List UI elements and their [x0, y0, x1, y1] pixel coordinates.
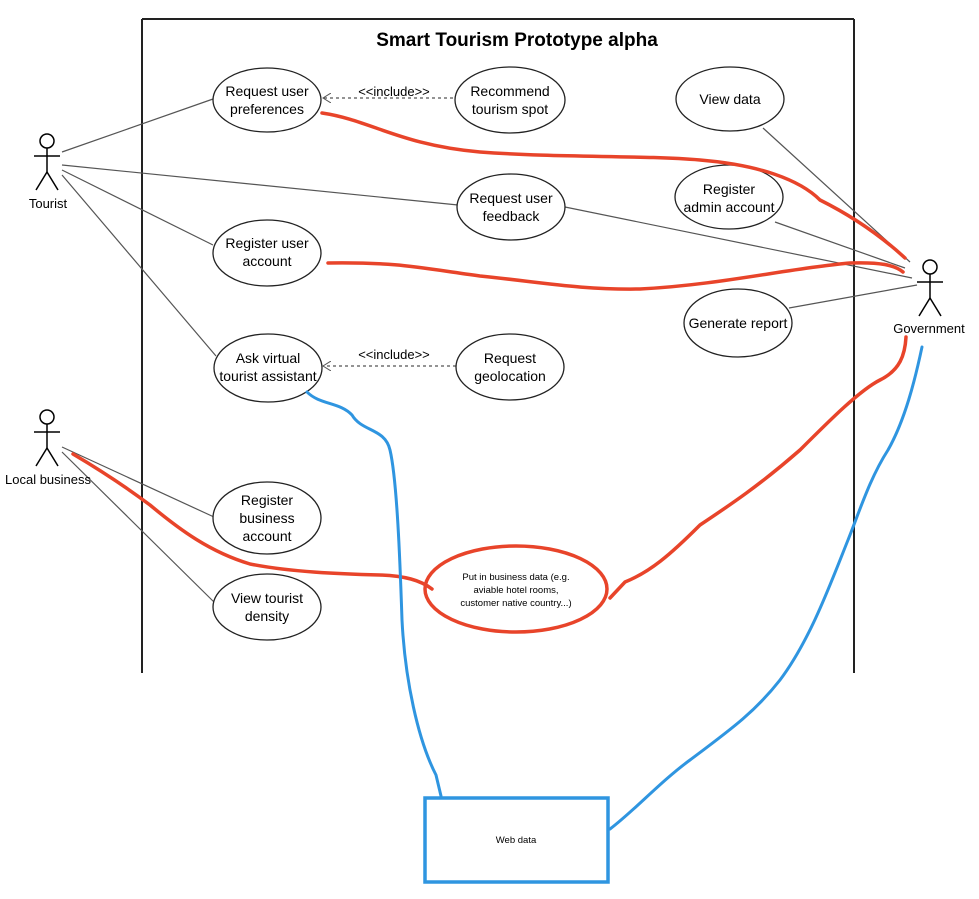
label-register-user-2: account: [242, 253, 291, 269]
label-generate-report: Generate report: [689, 315, 788, 331]
label-request-preferences-2: preferences: [230, 101, 304, 117]
label-request-feedback-2: feedback: [483, 208, 541, 224]
label-register-business-2: business: [239, 510, 294, 526]
red-line-register-user-government: [326, 261, 905, 291]
usecase-generate-report[interactable]: [683, 288, 793, 358]
usecase-view-data[interactable]: [675, 66, 785, 132]
actor-local-business-label: Local business: [5, 472, 91, 487]
web-data-label: Web data: [496, 835, 537, 846]
label-recommend-spot-1: Recommend: [470, 83, 549, 99]
system-boundary: [141, 18, 855, 673]
label-request-preferences-1: Request user: [225, 83, 309, 99]
actor-tourist-figure[interactable]: [34, 133, 60, 191]
label-ask-assistant-2: tourist assistant: [219, 368, 316, 384]
label-put-business-data-3: customer native country...): [460, 598, 571, 609]
include-label-1: <<include>>: [358, 84, 430, 99]
label-ask-assistant-1: Ask virtual: [236, 350, 301, 366]
usecase-register-admin[interactable]: [674, 164, 784, 230]
label-request-geolocation-2: geolocation: [474, 368, 546, 384]
red-annotations: [71, 111, 908, 600]
actor-government-label: Government: [893, 321, 965, 336]
usecase-ask-assistant[interactable]: [213, 333, 323, 403]
label-view-data: View data: [699, 91, 760, 107]
usecase-request-preferences[interactable]: [212, 67, 322, 133]
usecase-put-business-data[interactable]: [423, 544, 609, 634]
usecase-register-user[interactable]: [212, 219, 322, 287]
label-register-business-1: Register: [241, 492, 293, 508]
red-line-government-business-data: [608, 335, 908, 600]
label-view-density-2: density: [245, 608, 289, 624]
usecase-request-geolocation[interactable]: [455, 333, 565, 401]
include-label-2: <<include>>: [358, 347, 430, 362]
label-put-business-data-1: Put in business data (e.g.: [462, 572, 569, 583]
label-request-geolocation-1: Request: [484, 350, 536, 366]
label-register-admin-1: Register: [703, 181, 755, 197]
red-line-preferences-government: [320, 111, 907, 260]
label-register-business-3: account: [242, 528, 291, 544]
usecase-view-density[interactable]: [212, 573, 322, 641]
blue-line-assistant-webdata: [305, 390, 443, 798]
actor-tourist-label: Tourist: [29, 196, 68, 211]
usecase-request-feedback[interactable]: [456, 173, 566, 241]
label-request-feedback-1: Request user: [469, 190, 553, 206]
blue-line-government-webdata: [608, 345, 924, 831]
red-line-business-data: [71, 452, 434, 591]
label-register-admin-2: admin account: [683, 199, 774, 215]
label-view-density-1: View tourist: [231, 590, 303, 606]
blue-annotations: [305, 345, 924, 831]
actor-local-business-figure[interactable]: [34, 409, 60, 467]
label-register-user-1: Register user: [225, 235, 309, 251]
system-title: Smart Tourism Prototype alpha: [376, 30, 658, 51]
usecase-recommend-spot[interactable]: [454, 66, 566, 134]
actor-government-figure[interactable]: [917, 259, 943, 317]
usecase-register-business[interactable]: [212, 481, 322, 555]
label-recommend-spot-2: tourism spot: [472, 101, 548, 117]
label-put-business-data-2: aviable hotel rooms,: [473, 585, 558, 596]
web-data-box[interactable]: [423, 796, 610, 884]
